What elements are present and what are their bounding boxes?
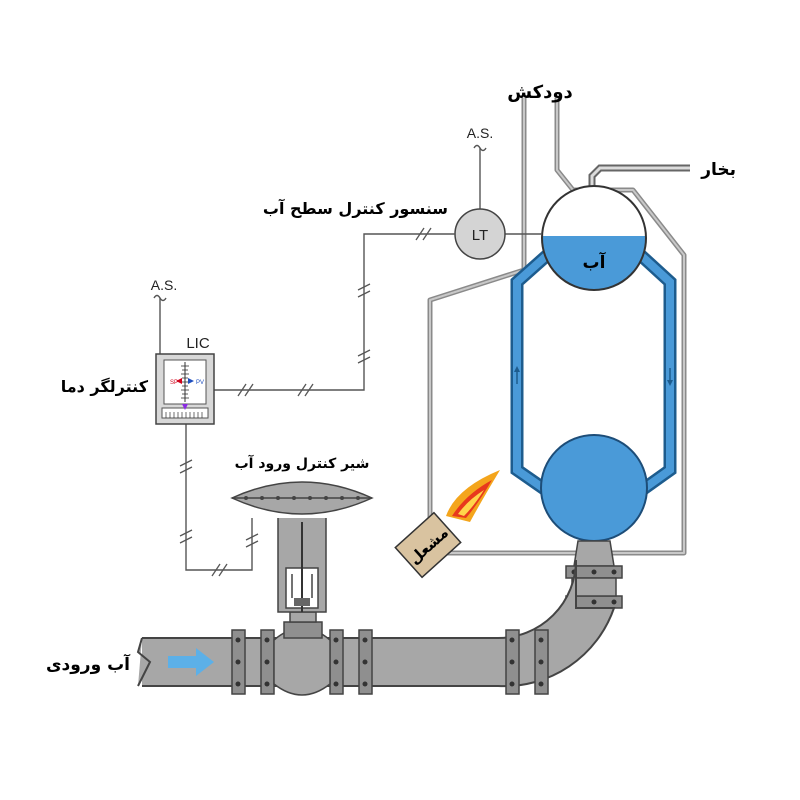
lic-air-supply-label: A.S. xyxy=(151,277,177,293)
output-arrow-icon xyxy=(182,404,188,410)
flame-icon xyxy=(446,470,500,522)
pv-arrow-icon xyxy=(188,378,194,384)
furnace-outline xyxy=(427,98,687,556)
valve-label: شیر کنترل ورود آب xyxy=(235,454,370,472)
boiler-tubes xyxy=(510,245,677,501)
lic-label: LIC xyxy=(186,335,210,352)
level-controller-lic: A.S. LIC SP PV xyxy=(151,277,215,425)
pv-label: PV xyxy=(196,380,204,386)
lt-air-supply-label: A.S. xyxy=(467,125,493,141)
burner: مشعل xyxy=(394,511,462,579)
controller-label: کنترلگر دما xyxy=(61,377,149,396)
drum-outlet-flange xyxy=(565,540,623,609)
flow-arrow-icon xyxy=(168,648,214,676)
steam-label: بخار xyxy=(700,160,736,180)
chimney-label: دودکش xyxy=(507,82,573,103)
level-transmitter: LT A.S. xyxy=(454,125,542,260)
water-label: آب xyxy=(583,251,607,273)
setpoint-arrow-icon xyxy=(176,378,182,384)
control-valve xyxy=(230,481,374,696)
mud-drum xyxy=(540,434,648,542)
lt-label: LT xyxy=(472,227,488,244)
sp-label: SP xyxy=(170,380,178,386)
level-sensor-label: سنسور کنترل سطح آب xyxy=(263,198,448,218)
inlet-water-label: آب ورودی xyxy=(46,653,131,675)
steam-pipe xyxy=(588,164,690,190)
signal-lines xyxy=(179,227,455,577)
pipe-flanges xyxy=(231,629,549,695)
